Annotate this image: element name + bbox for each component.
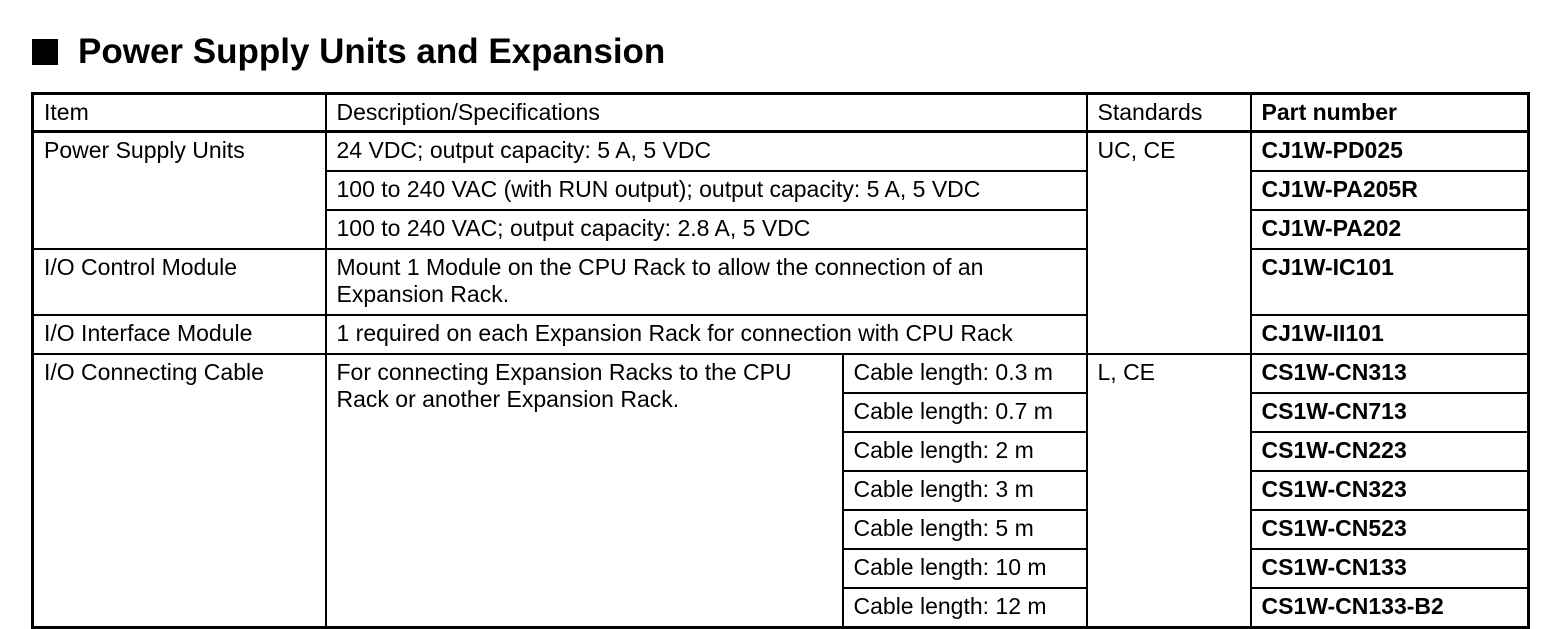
part-number-cell: CS1W-CN523: [1249, 509, 1530, 550]
part-number-cell: CJ1W-PA205R: [1249, 170, 1530, 211]
table-row: I/O Connecting Cable For connecting Expa…: [31, 353, 1530, 629]
description-cell: 100 to 240 VAC; output capacity: 2.8 A, …: [324, 209, 1088, 250]
cable-length-cell: Cable length: 0.3 m: [841, 353, 1088, 394]
table-row: Cable length: 12 m CS1W-CN133-B2: [33, 587, 1530, 629]
table-header-row: Item Description/Specifications Standard…: [31, 92, 1530, 133]
table-row: Cable length: 3 m CS1W-CN323: [33, 470, 1530, 511]
cable-length-cell: Cable length: 2 m: [841, 431, 1088, 472]
description-cell: 24 VDC; output capacity: 5 A, 5 VDC: [324, 130, 1088, 172]
page-title: Power Supply Units and Expansion: [78, 32, 666, 71]
standards-l-ce: L, CE: [1085, 353, 1252, 629]
table-row: I/O Interface Module 1 required on each …: [31, 314, 1530, 355]
header-item: Item: [31, 92, 327, 133]
part-number-cell: CS1W-CN133-B2: [1249, 587, 1530, 629]
part-number-cell: CJ1W-PA202: [1249, 209, 1530, 250]
header-standards: Standards: [1085, 92, 1252, 133]
table-row: I/O Control Module Mount 1 Module on the…: [31, 248, 1530, 316]
table-row: Cable length: 5 m CS1W-CN523: [33, 509, 1530, 550]
description-cell: 100 to 240 VAC (with RUN output); output…: [324, 170, 1088, 211]
table-row: Cable length: 10 m CS1W-CN133: [33, 548, 1530, 589]
cable-length-cell: Cable length: 12 m: [841, 587, 1088, 629]
part-number-cell: CS1W-CN323: [1249, 470, 1530, 511]
cable-description: For connecting Expansion Racks to the CP…: [324, 353, 844, 629]
cable-length-cell: Cable length: 0.7 m: [841, 392, 1088, 433]
cable-length-cell: Cable length: 5 m: [841, 509, 1088, 550]
power-supply-table: Item Description/Specifications Standard…: [31, 92, 1530, 629]
part-number-cell: CJ1W-PD025: [1249, 130, 1530, 172]
part-number-cell: CS1W-CN223: [1249, 431, 1530, 472]
part-number-cell: CS1W-CN133: [1249, 548, 1530, 589]
standards-uc-ce: UC, CE: [1085, 130, 1252, 355]
table-row: Power Supply Units 24 VDC; output capaci…: [31, 130, 1530, 355]
part-number-cell: CS1W-CN313: [1249, 353, 1530, 394]
part-number-cell: CS1W-CN713: [1249, 392, 1530, 433]
section-heading: Power Supply Units and Expansion: [32, 30, 665, 74]
part-number-cell: CJ1W-IC101: [1249, 248, 1530, 316]
table-row: Cable length: 2 m CS1W-CN223: [33, 431, 1530, 472]
header-description: Description/Specifications: [324, 92, 1088, 133]
description-cell: Mount 1 Module on the CPU Rack to allow …: [324, 248, 1088, 316]
description-cell: 1 required on each Expansion Rack for co…: [324, 314, 1088, 355]
heading-square-bullet: [32, 39, 58, 65]
cable-length-cell: Cable length: 10 m: [841, 548, 1088, 589]
table-row: 100 to 240 VAC; output capacity: 2.8 A, …: [33, 209, 1530, 250]
header-part-number: Part number: [1249, 92, 1530, 133]
table-row: 100 to 240 VAC (with RUN output); output…: [33, 170, 1530, 211]
item-io-control-module: I/O Control Module: [31, 248, 327, 316]
item-io-connecting-cable: I/O Connecting Cable: [31, 353, 327, 629]
part-number-cell: CJ1W-II101: [1249, 314, 1530, 355]
table-row: Cable length: 0.7 m CS1W-CN713: [33, 392, 1530, 433]
item-io-interface-module: I/O Interface Module: [31, 314, 327, 355]
item-power-supply-units: Power Supply Units: [31, 130, 327, 250]
cable-length-cell: Cable length: 3 m: [841, 470, 1088, 511]
